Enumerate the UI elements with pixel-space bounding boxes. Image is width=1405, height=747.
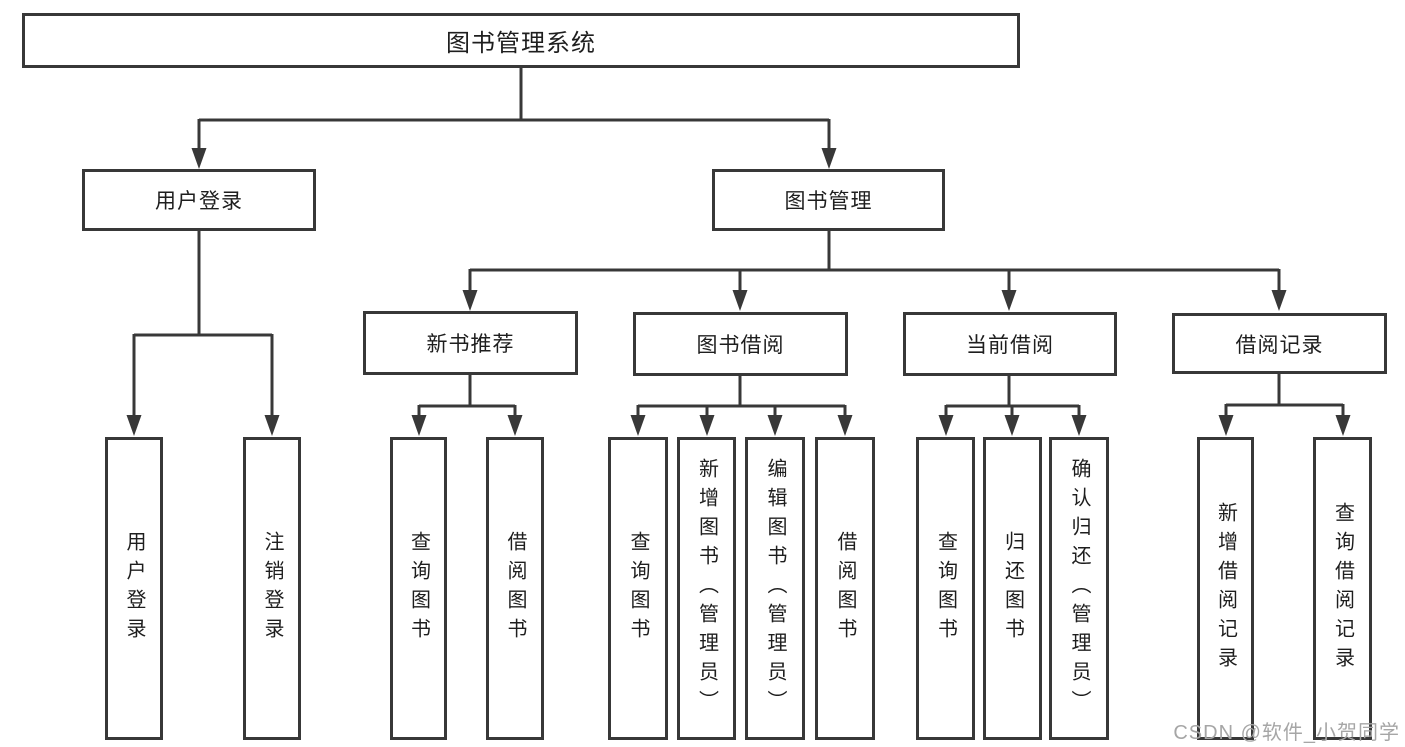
leaf-query-books-borrow: 查询图书: [608, 437, 668, 740]
leaf-query-books-borrow-label: 查询图书: [627, 530, 649, 647]
leaf-borrow-books-recommend-label: 借阅图书: [504, 530, 526, 647]
leaf-edit-books-admin: 编辑图书（管理员）: [745, 437, 805, 740]
node-current-borrow: 当前借阅: [903, 312, 1117, 376]
leaf-borrow-books-recommend: 借阅图书: [486, 437, 544, 740]
leaf-query-borrow-record: 查询借阅记录: [1313, 437, 1372, 740]
leaf-edit-books-admin-label: 编辑图书（管理员）: [764, 458, 786, 719]
csdn-watermark: CSDN @软件_小贺同学: [1173, 722, 1400, 744]
leaf-add-borrow-record: 新增借阅记录: [1197, 437, 1254, 740]
leaf-add-borrow-record-label: 新增借阅记录: [1214, 501, 1237, 676]
leaf-confirm-return-admin: 确认归还（管理员）: [1049, 437, 1109, 740]
node-user-login: 用户登录: [82, 169, 316, 231]
node-root-library-system: 图书管理系统: [22, 13, 1020, 68]
node-new-book-recommend: 新书推荐: [363, 311, 578, 375]
connector-book-management: [468, 231, 1281, 292]
leaf-user-login-label: 用户登录: [123, 530, 145, 647]
leaf-add-books-admin: 新增图书（管理员）: [677, 437, 736, 740]
leaf-return-books: 归还图书: [983, 437, 1042, 740]
leaf-query-borrow-record-label: 查询借阅记录: [1331, 501, 1354, 676]
leaf-confirm-return-admin-label: 确认归还（管理员）: [1068, 458, 1090, 719]
leaf-query-books-current-label: 查询图书: [934, 530, 957, 647]
arrowheads-level3: [462, 290, 1287, 311]
leaf-logout-label: 注销登录: [261, 530, 283, 647]
connector-current-borrow: [944, 376, 1081, 417]
leaf-return-books-label: 归还图书: [1001, 530, 1024, 647]
leaf-user-login: 用户登录: [105, 437, 163, 740]
leaf-borrow-books: 借阅图书: [815, 437, 875, 740]
leaf-borrow-books-label: 借阅图书: [834, 530, 856, 647]
arrowheads-level4: [126, 415, 1351, 436]
leaf-query-books-recommend-label: 查询图书: [407, 530, 430, 647]
leaf-add-books-admin-label: 新增图书（管理员）: [695, 458, 718, 719]
connector-borrow-record: [1224, 374, 1345, 417]
node-borrow-record: 借阅记录: [1172, 313, 1387, 374]
leaf-query-books-recommend: 查询图书: [390, 437, 447, 740]
connector-user-login: [132, 231, 274, 417]
connector-root: [197, 68, 831, 150]
connector-new-book-recommend: [417, 375, 517, 417]
connector-book-borrow: [636, 376, 847, 417]
node-book-borrow: 图书借阅: [633, 312, 848, 376]
leaf-query-books-current: 查询图书: [916, 437, 975, 740]
arrowheads-level2: [191, 148, 837, 169]
node-book-management: 图书管理: [712, 169, 945, 231]
leaf-logout: 注销登录: [243, 437, 301, 740]
